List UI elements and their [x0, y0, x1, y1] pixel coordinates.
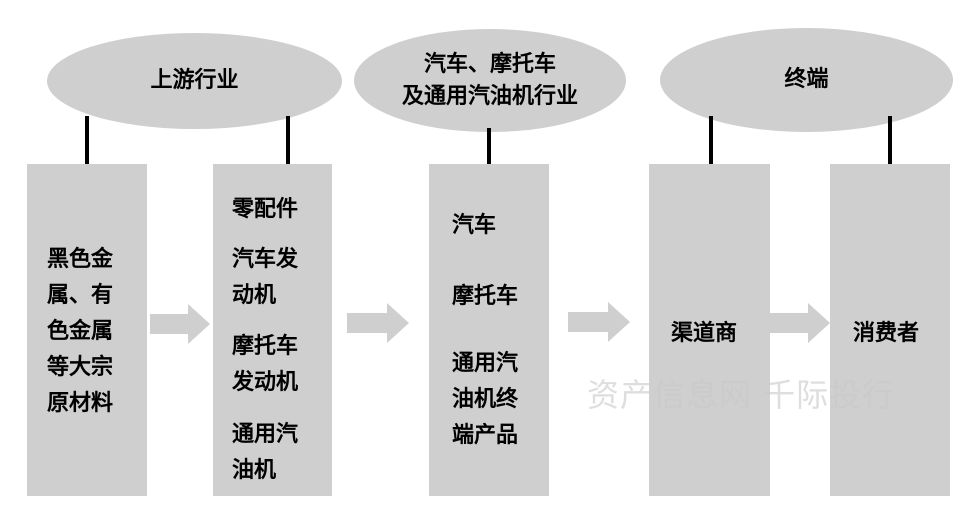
- connector-terminal-channel: [709, 116, 713, 164]
- raw-materials-text: 黑色金 属、有 色金属 等大宗 原材料: [47, 247, 114, 416]
- connector-upstream-parts: [286, 116, 290, 164]
- products-box: 汽车 摩托车 通用汽 油机终 端产品: [429, 164, 549, 496]
- raw-materials-box: 黑色金 属、有 色金属 等大宗 原材料: [27, 164, 147, 496]
- upstream-industry-label: 上游行业: [150, 68, 239, 93]
- watermark-text: 资产信息网 千际投行: [587, 376, 896, 414]
- vehicle-industry-label: 汽车、摩托车 及通用汽油机行业: [401, 51, 578, 109]
- parts-moto-engine: 摩托车 发动机: [232, 334, 299, 395]
- upstream-industry-ellipse: 上游行业: [47, 33, 342, 129]
- vehicle-industry-ellipse: 汽车、摩托车 及通用汽油机行业: [354, 29, 626, 132]
- arrow-channel-to-consumer: [770, 303, 830, 343]
- connector-upstream-raw: [85, 116, 89, 164]
- arrow-products-to-channel: [568, 302, 630, 342]
- connector-terminal-consumer: [888, 116, 892, 164]
- arrow-parts-to-products: [347, 303, 409, 343]
- channel-box: 渠道商: [649, 164, 770, 496]
- product-moto: 摩托车: [452, 284, 519, 309]
- channel-text: 渠道商: [671, 321, 738, 346]
- arrow-raw-to-parts: [150, 304, 210, 344]
- product-gas-engine: 通用汽 油机终 端产品: [452, 351, 519, 448]
- consumer-text: 消费者: [853, 321, 920, 346]
- parts-title: 零配件: [232, 197, 299, 222]
- connector-industry-products: [487, 128, 491, 164]
- consumer-box: 消费者: [830, 164, 950, 496]
- parts-car-engine: 汽车发 动机: [232, 247, 299, 308]
- parts-gas-engine: 通用汽 油机: [232, 422, 299, 483]
- parts-box: 零配件 汽车发 动机 摩托车 发动机 通用汽 油机: [213, 164, 332, 496]
- product-car: 汽车: [452, 213, 497, 238]
- terminal-label: 终端: [784, 67, 829, 92]
- terminal-ellipse: 终端: [660, 28, 953, 132]
